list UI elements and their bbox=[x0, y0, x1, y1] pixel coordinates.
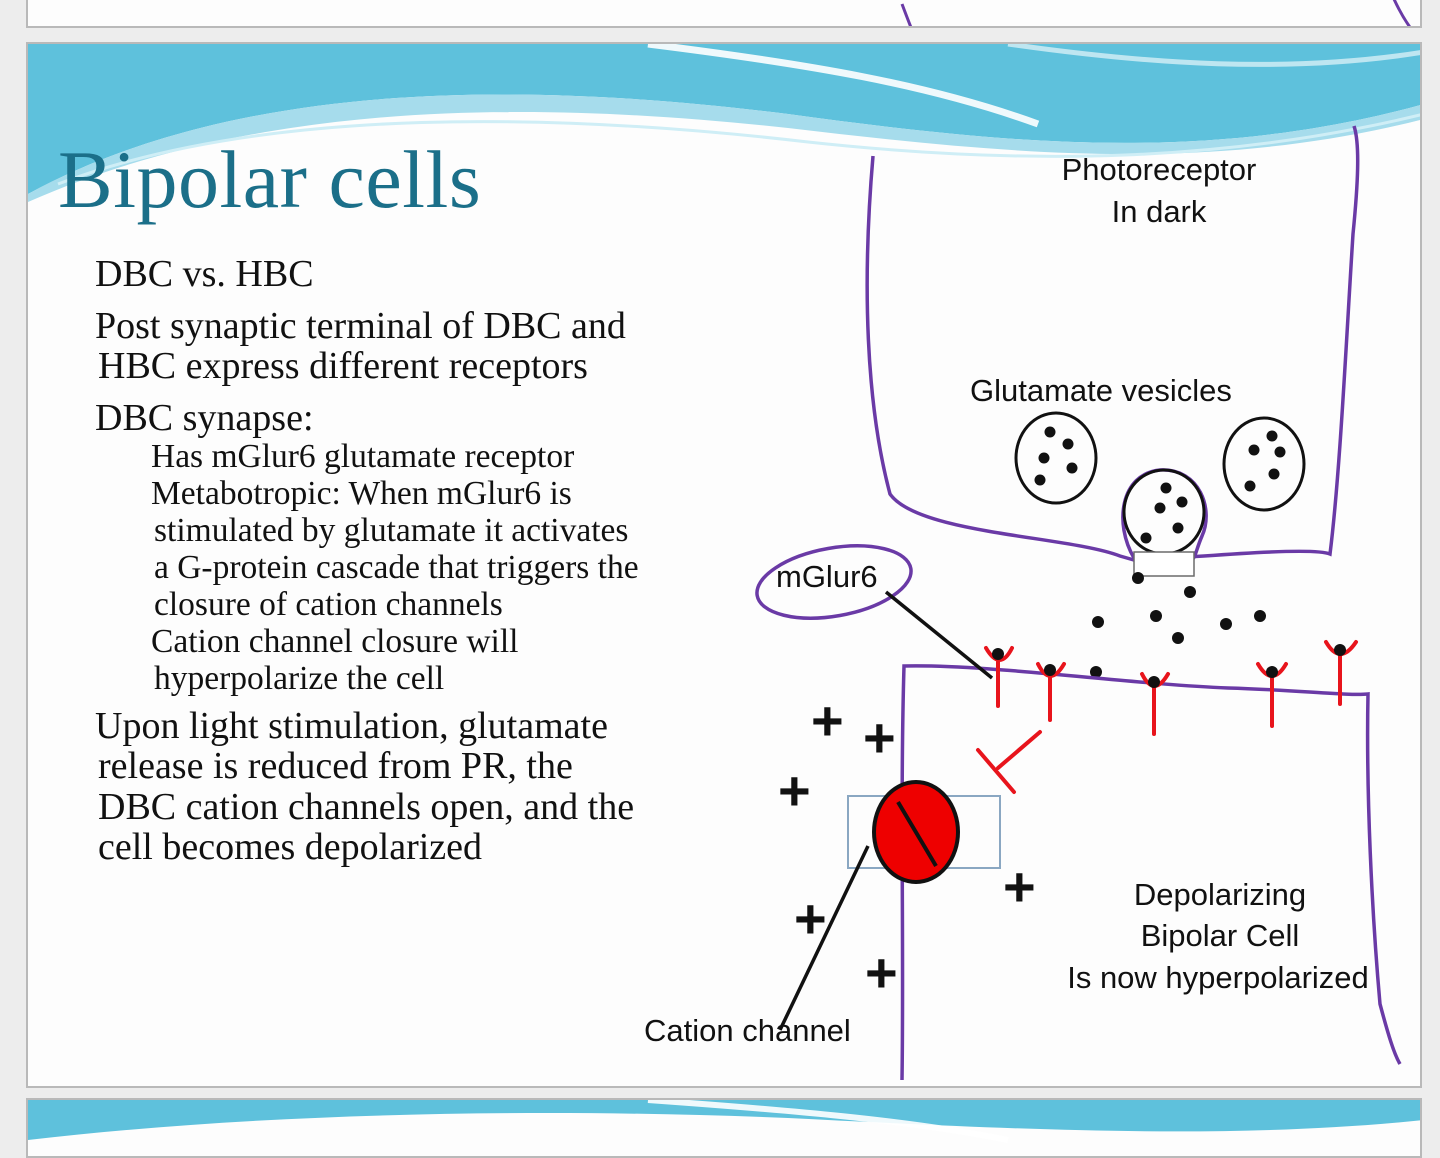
bullet-light-stimulation-line3: DBC cation channels open, and the bbox=[98, 786, 635, 828]
svg-text:+: + bbox=[778, 759, 811, 822]
svg-text:+: + bbox=[865, 941, 898, 1004]
slide-header-wave bbox=[28, 44, 1420, 202]
glutamate-vesicle-left bbox=[1014, 411, 1098, 505]
photoreceptor-label-line2: In dark bbox=[1112, 194, 1207, 229]
previous-slide[interactable] bbox=[26, 0, 1422, 28]
slide-title: Bipolar cells bbox=[58, 134, 482, 225]
glutamate-vesicle-right bbox=[1222, 416, 1306, 512]
svg-text:+: + bbox=[863, 706, 896, 769]
next-slide[interactable] bbox=[26, 1098, 1422, 1158]
bipolar-label-line2: Bipolar Cell bbox=[1141, 918, 1300, 953]
subbullet-metabotropic-line1: Metabotropic: When mGlur6 is bbox=[151, 475, 572, 512]
mglur6-receptors bbox=[984, 640, 1358, 736]
mglur6-label: mGlur6 bbox=[776, 559, 878, 594]
released-glutamate bbox=[1090, 572, 1266, 678]
photoreceptor-label-line1: Photoreceptor bbox=[1062, 152, 1257, 187]
photoreceptor-terminal bbox=[865, 125, 1360, 562]
next-slide-header-wave bbox=[28, 1100, 1420, 1143]
bullet-light-stimulation-line4: cell becomes depolarized bbox=[98, 826, 483, 868]
synapse-diagram: mGlur6 Cation channel + + + + + + Photor… bbox=[644, 125, 1402, 1081]
bullet-light-stimulation-line1: Upon light stimulation, glutamate bbox=[95, 705, 608, 747]
svg-text:+: + bbox=[1003, 855, 1036, 918]
slide-bipolar-cells[interactable]: Bipolar cells DBC vs. HBC Post synaptic … bbox=[26, 42, 1422, 1088]
bipolar-label-line1: Depolarizing bbox=[1134, 877, 1306, 912]
bullet-dbc-synapse: DBC synapse: bbox=[95, 397, 314, 439]
svg-text:+: + bbox=[794, 887, 827, 950]
subbullet-closure-line1: Cation channel closure will bbox=[151, 623, 519, 660]
subbullet-mglur6-receptor: Has mGlur6 glutamate receptor bbox=[151, 438, 575, 475]
bullet-post-synaptic-line2: HBC express different receptors bbox=[98, 345, 588, 387]
subbullet-metabotropic-line3: a G-protein cascade that triggers the bbox=[154, 549, 639, 586]
cation-channel-label: Cation channel bbox=[644, 1013, 851, 1048]
bipolar-cell-membrane bbox=[900, 664, 1402, 1081]
bullet-dbc-vs-hbc: DBC vs. HBC bbox=[95, 253, 314, 295]
subbullet-metabotropic-line2: stimulated by glutamate it activates bbox=[154, 512, 629, 549]
bullet-light-stimulation-line2: release is reduced from PR, the bbox=[98, 745, 573, 787]
bipolar-label-line3: Is now hyperpolarized bbox=[1067, 960, 1369, 995]
inhibition-symbol bbox=[976, 730, 1042, 794]
glutamate-vesicles-label: Glutamate vesicles bbox=[970, 373, 1232, 408]
subbullet-metabotropic-line4: closure of cation channels bbox=[154, 586, 503, 623]
bullet-post-synaptic-line1: Post synaptic terminal of DBC and bbox=[95, 305, 626, 347]
previous-slide-drawing bbox=[900, 0, 1411, 26]
cation-plus-signs: + + + + + + bbox=[778, 689, 1036, 1004]
mglur6-callout bbox=[755, 544, 913, 620]
svg-text:+: + bbox=[811, 689, 844, 752]
subbullet-closure-line2: hyperpolarize the cell bbox=[154, 660, 445, 697]
